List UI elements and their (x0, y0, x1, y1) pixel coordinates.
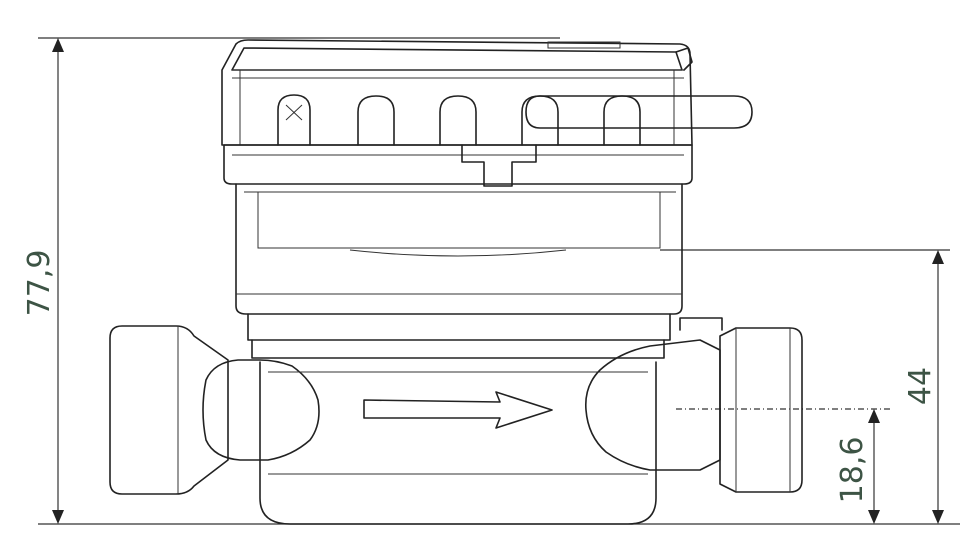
meter-head (221, 39, 753, 187)
register-body (235, 183, 723, 359)
arrow-up-icon (932, 250, 944, 264)
dim-label-18-6: 18,6 (835, 437, 870, 504)
right-connector (719, 327, 803, 493)
dim-label-total: 77,9 (22, 250, 57, 317)
cable-icon (525, 95, 753, 129)
flow-direction-arrow-icon (363, 391, 553, 429)
arrow-up-icon (868, 409, 880, 423)
pipe-body (109, 325, 803, 525)
left-connector (109, 325, 229, 495)
dimension-total-height: 77,9 (22, 37, 960, 525)
dim-label-44: 44 (903, 367, 938, 405)
dimension-axis-height: 18,6 (676, 408, 890, 524)
arrow-down-icon (868, 510, 880, 524)
dimension-axis-to-display: 44 (660, 249, 950, 524)
sensor-tab (679, 317, 723, 331)
arrow-down-icon (52, 510, 64, 524)
sealing-screw-icon (277, 94, 311, 146)
arrow-up-icon (52, 38, 64, 52)
arrow-down-icon (932, 510, 944, 524)
